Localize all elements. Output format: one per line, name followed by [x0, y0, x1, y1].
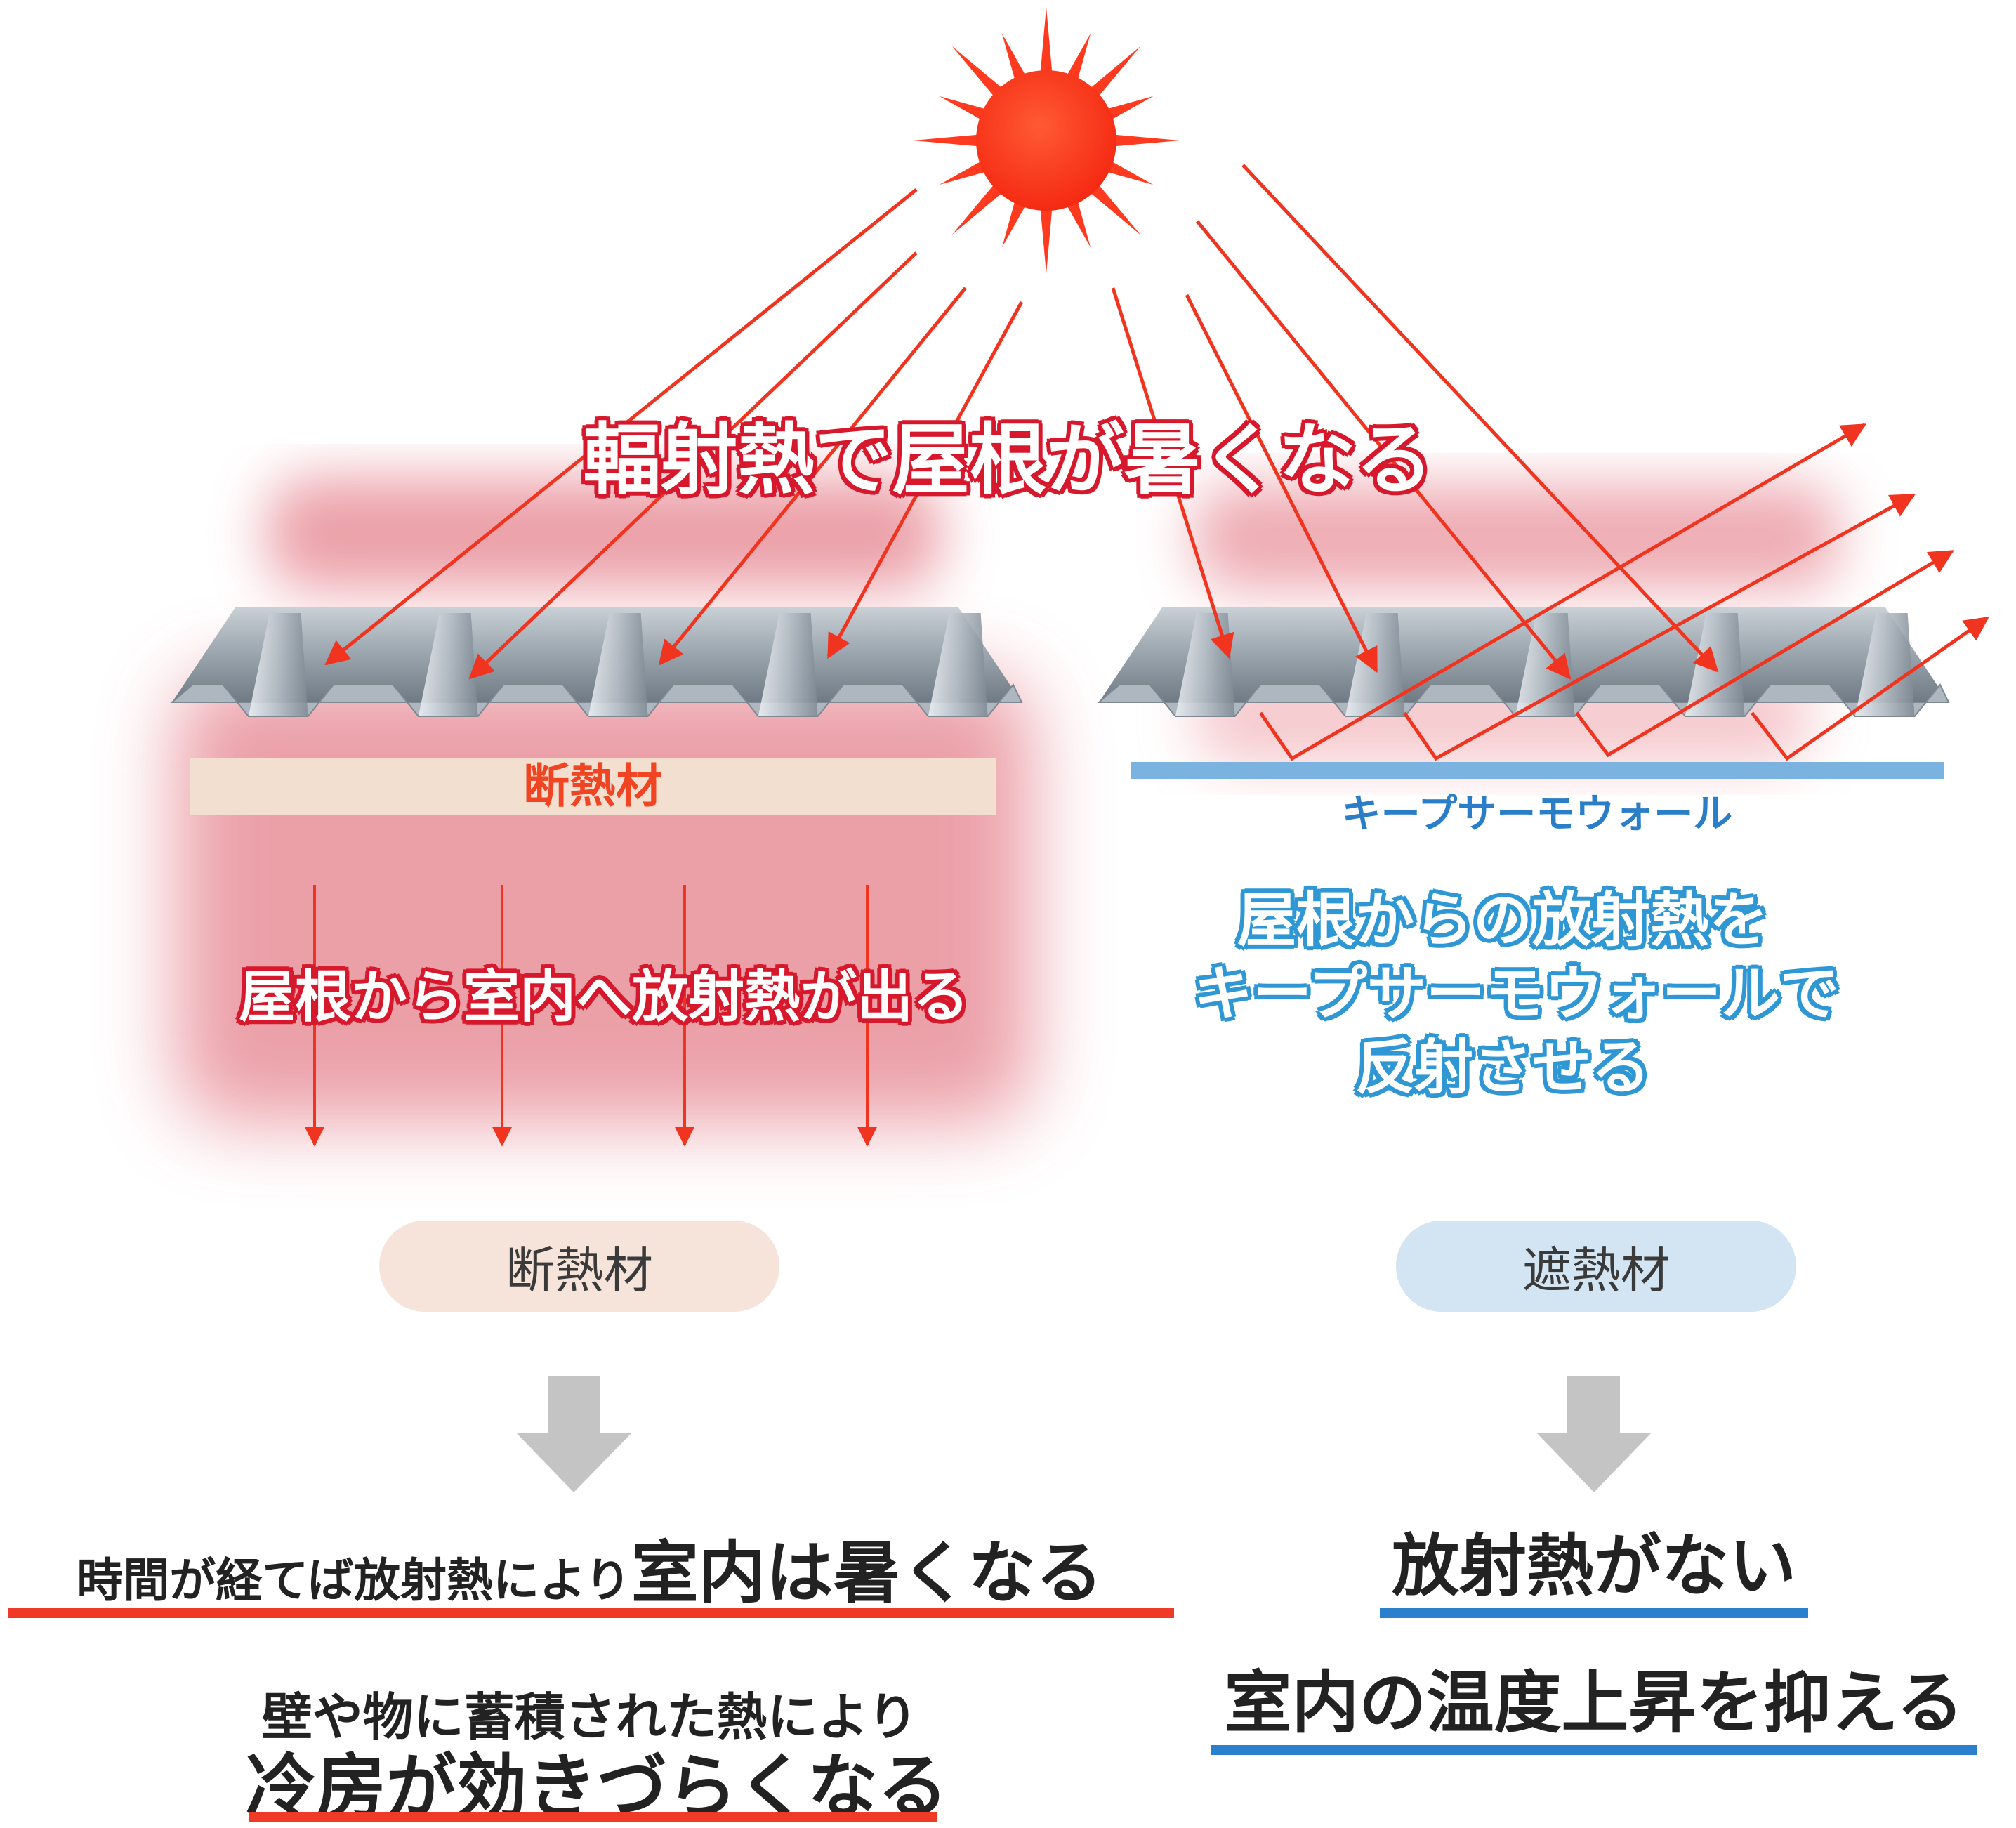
sun-spike: [951, 183, 1004, 235]
sun-spike: [939, 96, 987, 121]
left-underline-1: [8, 1608, 1174, 1618]
sun-spike: [1066, 33, 1091, 81]
down-arrow-icon: [516, 1376, 632, 1492]
heat-radiation-text: 屋根から室内へ放射熱が出る: [239, 964, 969, 1030]
sun-rays-left: [324, 188, 1024, 680]
reflected-rays: [1258, 423, 1989, 761]
roof-sheet-left: [170, 607, 1023, 717]
sun-spike: [1088, 183, 1141, 235]
roof-rib: [588, 613, 648, 716]
heat-shield-type-pill: 遮熱材: [1396, 1221, 1796, 1312]
conclusion-big: 室内は暑くなる: [631, 1534, 1103, 1612]
sun-spike: [1066, 199, 1091, 248]
sun-spike: [1001, 33, 1027, 81]
reflective-layer-label: キープサーモウォール: [1341, 791, 1733, 837]
sun-spike: [913, 134, 980, 147]
sun-rays-right: [1111, 164, 1719, 680]
reflect-text-line-1: 屋根からの放射熱を: [1237, 886, 1768, 954]
reflective-layer: [1131, 762, 1944, 779]
right-underline-2: [1211, 1745, 1977, 1755]
sun-spike: [1105, 96, 1154, 121]
insulation-type-pill: 断熱材: [379, 1221, 779, 1312]
down-arrow-icon: [1536, 1376, 1652, 1492]
main-title: 輻射熱で屋根が暑くなる: [583, 415, 1433, 505]
radiant-heat-arrows: [305, 885, 877, 1147]
pill-label: 断熱材: [506, 1241, 653, 1299]
left-conclusion-1: 時間が経てば放射熱により室内は暑くなる: [0, 1531, 1180, 1635]
sun-disc: [976, 70, 1116, 211]
sun-spike: [1001, 199, 1027, 248]
sun-spike: [951, 46, 1004, 98]
left-conclusion-2-small: 壁や物に蓄積された熱により: [261, 1688, 918, 1747]
roof-rib: [758, 613, 818, 716]
sun-spike: [1105, 160, 1154, 185]
sun-spike: [1040, 206, 1053, 274]
sun-spike: [1112, 134, 1180, 147]
sun-spike: [1040, 7, 1053, 74]
conclusion-small: 時間が経てば放射熱により: [77, 1553, 631, 1607]
left-underline-2-visible: [249, 1812, 937, 1822]
roof-rib: [1854, 613, 1915, 716]
insulation-layer: [190, 758, 996, 815]
roof-rib: [418, 613, 478, 716]
insulation-label: 断熱材: [523, 759, 662, 813]
sun-spike: [939, 160, 987, 185]
roof-rib: [248, 613, 308, 716]
reflect-text-line-3: 反射させる: [1355, 1033, 1650, 1102]
reflect-text-line-2: キープサーモウォールで: [1194, 959, 1839, 1028]
pill-label: 遮熱材: [1522, 1241, 1670, 1299]
sun-spike: [1088, 46, 1141, 98]
sun-icon: [913, 7, 1180, 274]
right-underline-1: [1380, 1608, 1808, 1618]
right-conclusion-2: 室内の温度上昇を抑える: [1224, 1664, 1964, 1742]
roof-rib: [928, 613, 988, 716]
right-conclusion-1: 放射熱がない: [1392, 1527, 1796, 1605]
